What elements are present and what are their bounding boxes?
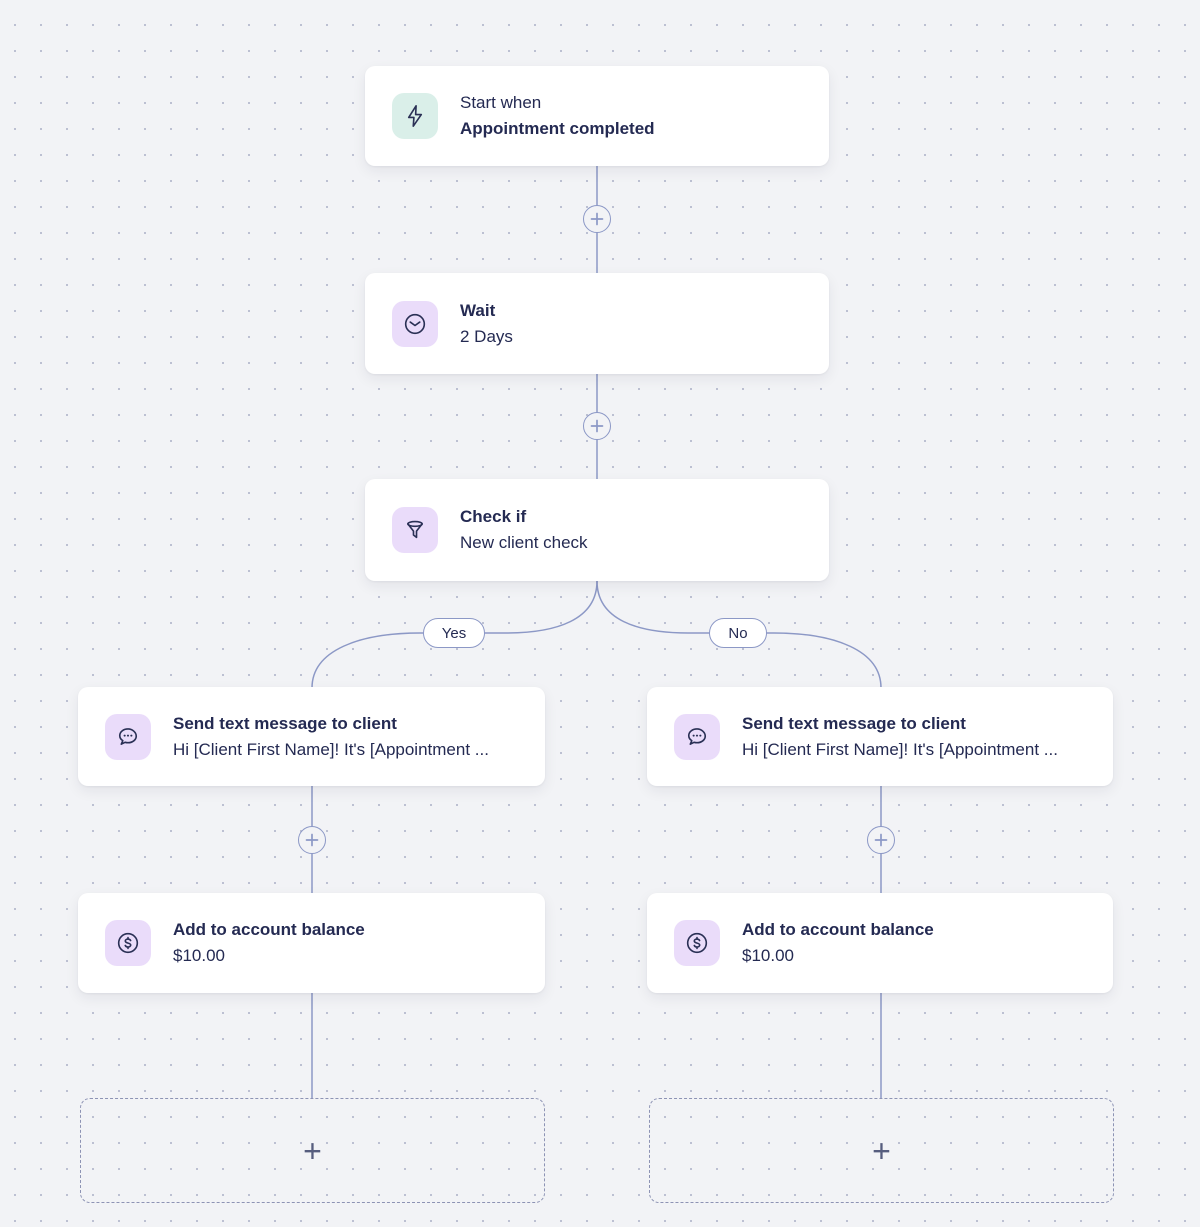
balance-node-no[interactable]: Add to account balance $10.00: [647, 893, 1113, 993]
plus-icon: [590, 419, 604, 433]
trigger-label: Start when: [460, 93, 542, 112]
chat-bubble-icon: [105, 713, 151, 760]
clock-icon: [392, 300, 438, 347]
funnel-icon: [392, 507, 438, 553]
message-subtitle: Hi [Client First Name]! It's [Appointmen…: [742, 739, 1058, 759]
branch-label-no: No: [709, 618, 767, 648]
branch-label-no-text: No: [728, 624, 748, 642]
balance-title: Add to account balance: [173, 920, 365, 939]
lightning-icon: [392, 93, 438, 139]
condition-title: Check if: [460, 507, 527, 526]
wait-node[interactable]: Wait 2 Days: [365, 273, 829, 374]
wait-subtitle: 2 Days: [460, 326, 513, 346]
message-node-no[interactable]: Send text message to client Hi [Client F…: [647, 687, 1113, 786]
add-step-button[interactable]: [583, 205, 611, 233]
condition-node[interactable]: Check if New client check: [365, 479, 829, 581]
add-node-dropzone-no[interactable]: +: [649, 1098, 1114, 1203]
plus-icon: +: [872, 1132, 891, 1169]
message-title: Send text message to client: [742, 713, 966, 733]
branch-label-yes-text: Yes: [441, 624, 467, 642]
dollar-circle-icon: [105, 920, 151, 966]
balance-subtitle: $10.00: [742, 946, 794, 965]
dollar-circle-icon: [674, 920, 720, 966]
message-node-yes[interactable]: Send text message to client Hi [Client F…: [78, 687, 545, 786]
balance-node-yes[interactable]: Add to account balance $10.00: [78, 893, 545, 993]
condition-subtitle: New client check: [460, 533, 588, 552]
balance-title: Add to account balance: [742, 920, 934, 939]
trigger-title: Appointment completed: [460, 119, 655, 138]
chat-bubble-icon: [674, 713, 720, 760]
add-step-button[interactable]: [298, 826, 326, 854]
plus-icon: [874, 833, 888, 847]
plus-icon: [305, 833, 319, 847]
trigger-node[interactable]: Start when Appointment completed: [365, 66, 829, 166]
add-node-dropzone-yes[interactable]: +: [80, 1098, 545, 1203]
add-step-button[interactable]: [867, 826, 895, 854]
message-title: Send text message to client: [173, 713, 397, 733]
plus-icon: +: [303, 1132, 322, 1169]
wait-title: Wait: [460, 300, 496, 320]
message-subtitle: Hi [Client First Name]! It's [Appointmen…: [173, 739, 489, 759]
branch-label-yes: Yes: [423, 618, 485, 648]
balance-subtitle: $10.00: [173, 946, 225, 965]
add-step-button[interactable]: [583, 412, 611, 440]
plus-icon: [590, 212, 604, 226]
